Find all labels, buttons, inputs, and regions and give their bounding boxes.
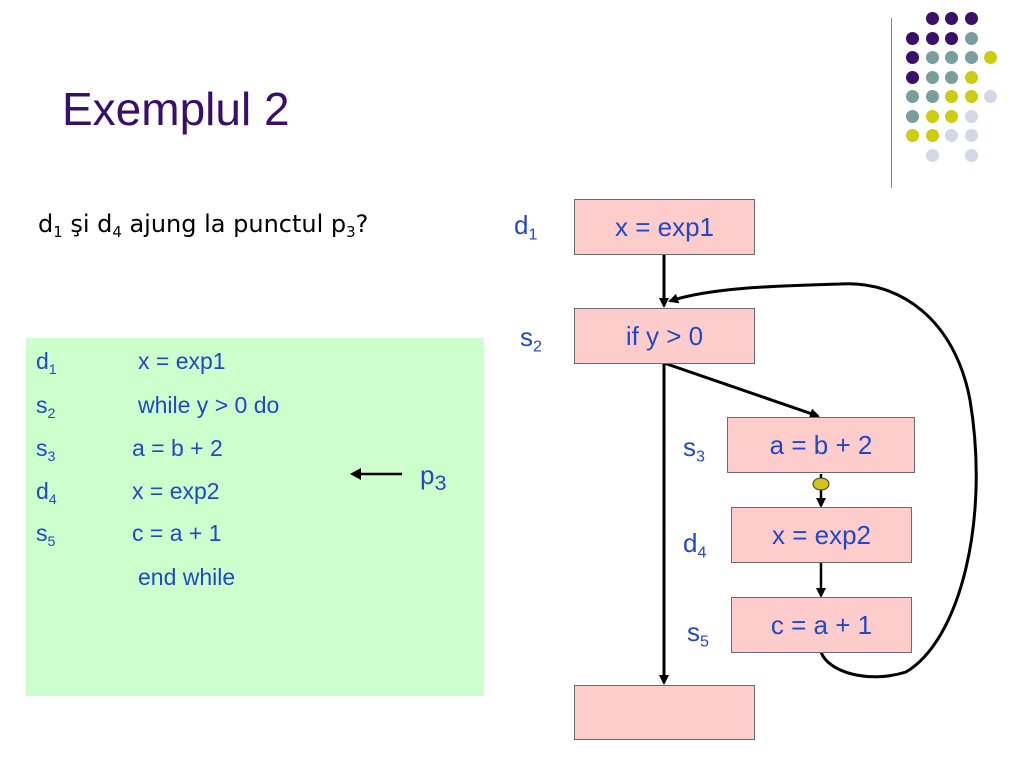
decorative-dot	[945, 129, 958, 142]
decorative-dot	[945, 12, 958, 25]
decorative-dot	[925, 90, 939, 103]
code-line-label: s3	[36, 435, 56, 465]
code-line-label: d4	[36, 478, 57, 508]
decorative-dot	[925, 51, 939, 64]
code-line-text: while y > 0 do	[138, 392, 280, 418]
node-label-d4: d4	[683, 528, 707, 562]
code-line-label: s2	[36, 392, 56, 422]
question-text: d1 şi d4 ajung la punctul p3?	[38, 210, 369, 242]
node-exit	[574, 685, 755, 740]
edge-s2-s3	[663, 361, 820, 419]
decorative-dot	[964, 129, 978, 142]
node-label-s5: s5	[687, 617, 709, 651]
decorative-dot	[964, 109, 978, 123]
decorative-dot	[964, 12, 978, 25]
node-label-s2: s2	[520, 322, 542, 356]
edge-s5-s2-loop	[668, 282, 978, 679]
decorative-dot	[925, 31, 939, 45]
pointer-label: p3	[420, 460, 447, 496]
code-line-label: s5	[36, 520, 56, 550]
decorative-dot	[925, 12, 939, 25]
decorative-dot	[964, 70, 978, 84]
decorative-dot	[925, 129, 939, 142]
code-line-text: a = b + 2	[132, 435, 223, 461]
decorative-dot	[964, 31, 978, 45]
decorative-dot	[964, 148, 978, 162]
code-listing-box: d1 x = exp1 s2 while y > 0 do s3 a = b +…	[26, 338, 484, 696]
code-line-text: x = exp1	[138, 348, 226, 374]
decorative-dot	[984, 51, 997, 64]
decorative-dot	[945, 51, 958, 64]
code-line-text: c = a + 1	[132, 520, 222, 546]
decorative-dot	[925, 70, 939, 84]
decorative-dot	[945, 70, 958, 84]
code-line-label: d1	[36, 348, 57, 378]
decorative-dot	[925, 109, 939, 123]
program-point-marker	[812, 477, 830, 491]
node-s2: if y > 0	[574, 308, 755, 364]
code-line-text: end while	[138, 564, 236, 590]
decorative-dot	[906, 129, 919, 142]
decorative-dot	[906, 70, 919, 84]
decorative-dot	[945, 109, 958, 123]
pointer-arrow-icon	[350, 468, 402, 480]
code-line-text: x = exp2	[132, 478, 220, 504]
slide-title: Exemplul 2	[62, 83, 290, 135]
decorative-dot	[964, 90, 978, 103]
decorative-dot	[945, 31, 958, 45]
node-label-d1: d1	[514, 210, 538, 244]
decorative-dot	[906, 109, 919, 123]
decorative-dot	[964, 51, 978, 64]
decorative-dot	[945, 90, 958, 103]
decorative-divider	[891, 18, 892, 188]
node-s3: a = b + 2	[727, 417, 915, 473]
node-s5: c = a + 1	[731, 597, 912, 653]
decorative-dot	[906, 51, 919, 64]
node-label-s3: s3	[683, 432, 705, 466]
decorative-dot	[906, 90, 919, 103]
decorative-dot	[925, 148, 939, 162]
node-d4: x = exp2	[731, 507, 912, 563]
decorative-dot	[984, 90, 997, 103]
node-d1: x = exp1	[574, 199, 755, 255]
decorative-dot	[906, 31, 919, 45]
